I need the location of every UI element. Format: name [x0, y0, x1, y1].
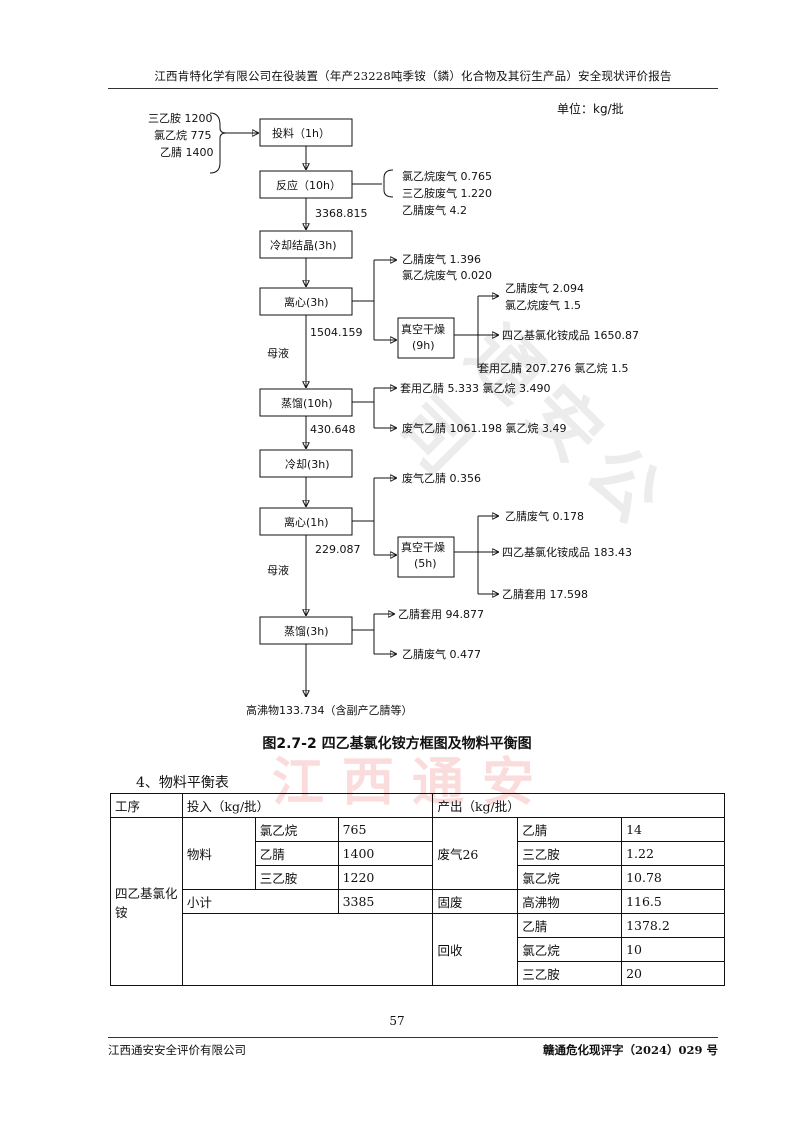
section-title: 4、物料平衡表 — [136, 775, 229, 791]
svg-text:离心(3h): 离心(3h) — [284, 295, 329, 309]
flow-diagram: 三乙胺 1200 氯乙烷 775 乙腈 1400 单位：kg/批 投料（1h） … — [148, 101, 639, 717]
step-vacuum-dry-1 — [397, 317, 455, 359]
dry1-out-2: 氯乙烷废气 1.5 — [505, 298, 581, 312]
cell-gas-label: 废气26 — [432, 817, 519, 890]
svg-text:离心(1h): 离心(1h) — [284, 515, 329, 529]
document-header: 江西肯特化学有限公司在役装置（年产23228吨季铵（鏻）化合物及其衍生产品）安全… — [154, 69, 672, 83]
mother-liquor-1: 母液 — [267, 346, 289, 360]
cell-solid-label: 固废 — [432, 889, 519, 914]
cell-material-label: 物料 — [181, 817, 256, 890]
cell-process: 四乙基氯化铵 — [110, 817, 183, 986]
input-chloroethane: 氯乙烷 775 — [154, 128, 212, 142]
th-process: 工序 — [110, 793, 183, 818]
dry1-out-3: 四乙基氯化铵成品 1650.87 — [502, 328, 639, 342]
cent1-out-2: 氯乙烷废气 0.020 — [402, 268, 492, 282]
svg-text:冷却结晶(3h): 冷却结晶(3h) — [270, 239, 337, 252]
cent2-out-1: 废气乙腈 0.356 — [402, 471, 481, 485]
step-cool-crystallize — [259, 230, 353, 259]
react-out-1: 氯乙烷废气 0.765 — [402, 169, 492, 183]
table-row: 小计 3385 固废 高沸物 116.5 — [111, 889, 725, 914]
dry2-out-1: 乙腈废气 0.178 — [505, 509, 584, 523]
dry1-out-1: 乙腈废气 2.094 — [505, 281, 584, 295]
svg-text:冷却(3h): 冷却(3h) — [285, 458, 330, 471]
svg-text:投料（1h）: 投料（1h） — [272, 126, 330, 140]
svg-text:真空干燥: 真空干燥 — [401, 322, 445, 336]
input-triethylamine: 三乙胺 1200 — [148, 111, 213, 125]
react-out-2: 三乙胺废气 1.220 — [402, 186, 492, 200]
cell-subtotal: 3385 — [337, 889, 434, 914]
page-number: 57 — [389, 1014, 405, 1028]
step-centrifuge-1 — [259, 287, 353, 316]
mother-liquor-2: 母液 — [267, 563, 289, 577]
table-header-row: 工序 投入（kg/批） 产出（kg/批） — [110, 793, 725, 818]
cell-recover-label: 回收 — [432, 913, 519, 986]
step-vacuum-dry-2 — [397, 536, 455, 578]
flow-after-centrifuge-2: 229.087 — [315, 543, 361, 556]
input-acetonitrile: 乙腈 1400 — [160, 146, 214, 159]
svg-text:真空干燥: 真空干燥 — [401, 540, 445, 554]
figure-caption: 图2.7-2 四乙基氯化铵方框图及物料平衡图 — [262, 736, 532, 752]
table-row: 四乙基氯化铵 物料 氯乙烷 765 废气26 乙腈 14 — [110, 817, 725, 986]
dist2-out-2: 乙腈废气 0.477 — [402, 647, 481, 661]
dist1-out-2: 废气乙腈 1061.198 氯乙烷 3.49 — [402, 421, 566, 435]
react-out-3: 乙腈废气 4.2 — [402, 203, 467, 217]
flow-after-react: 3368.815 — [315, 207, 368, 220]
table-row: 三乙胺 20 — [111, 961, 725, 986]
dry1-out-4: 套用乙腈 207.276 氯乙烷 1.5 — [478, 361, 628, 375]
dist2-out-1: 乙腈套用 94.877 — [398, 608, 484, 621]
dry2-out-3: 乙腈套用 17.598 — [502, 588, 588, 601]
th-output: 产出（kg/批） — [432, 793, 725, 818]
step-feed — [259, 118, 353, 147]
cell-empty — [181, 913, 434, 986]
table-row: 回收 乙腈 1378.2 — [111, 913, 725, 986]
svg-text:(9h): (9h) — [412, 339, 435, 352]
header-rule — [108, 88, 718, 89]
footer-rule — [108, 1037, 718, 1038]
dry2-out-2: 四乙基氯化铵成品 183.43 — [502, 545, 632, 559]
dist1-out-1: 套用乙腈 5.333 氯乙烷 3.490 — [400, 381, 550, 395]
unit-label: 单位：kg/批 — [557, 101, 624, 116]
cent1-out-1: 乙腈废气 1.396 — [402, 252, 481, 266]
th-input: 投入（kg/批） — [181, 793, 434, 818]
table-row: 三乙胺 1220 氯乙烷 10.78 — [111, 865, 725, 890]
step-cool-2 — [259, 449, 353, 478]
cell-subtotal-label: 小计 — [181, 889, 339, 914]
svg-text:(5h): (5h) — [414, 557, 437, 570]
svg-text:蒸馏(10h): 蒸馏(10h) — [281, 396, 333, 410]
flow-after-centrifuge-1: 1504.159 — [310, 326, 363, 339]
footer-doc-number: 赣通危化现评字（2024）029 号 — [542, 1043, 718, 1057]
residue-label: 高沸物133.734（含副产乙腈等） — [246, 703, 413, 717]
flow-after-distill-1: 430.648 — [310, 423, 356, 436]
svg-text:蒸馏(3h): 蒸馏(3h) — [284, 624, 329, 638]
material-balance-table: 工序 投入（kg/批） 产出（kg/批） 四乙基氯化铵 物料 氯乙烷 765 废… — [110, 793, 725, 986]
table-row: 乙腈 1400 三乙胺 1.22 — [111, 841, 725, 866]
table-row: 氯乙烷 10 — [111, 937, 725, 962]
svg-text:反应（10h）: 反应（10h） — [276, 178, 341, 192]
footer-company: 江西通安安全评价有限公司 — [108, 1043, 246, 1057]
